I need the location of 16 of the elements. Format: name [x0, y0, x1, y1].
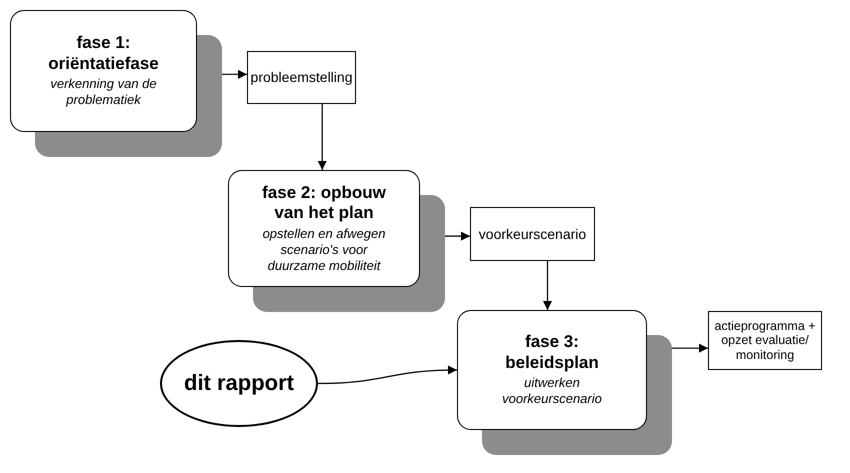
output-label: voorkeurscenario	[478, 226, 586, 242]
arrow	[318, 104, 327, 170]
arrow	[543, 261, 552, 310]
phase-description: verkenning van de problematiek	[49, 76, 158, 109]
phase-description: opstellen en afwegen scenario's voor duurzame mobiliteit	[262, 226, 386, 274]
output-label: actieprogramma + opzet evaluatie/ monitoring	[713, 318, 817, 362]
phase-title: fase 3: beleidsplan	[504, 332, 600, 374]
ellipse-label: dit rapport	[184, 370, 294, 397]
phase-title: fase 2: opbouw van het plan	[261, 182, 387, 224]
output-label: probleemstelling	[250, 69, 352, 86]
arrow	[318, 366, 458, 384]
output-box	[470, 207, 595, 261]
output-box	[708, 311, 822, 370]
output-box	[247, 51, 356, 104]
phase-title: fase 1: oriëntatiefase	[47, 33, 160, 74]
phase-description: uitwerken voorkeurscenario	[501, 375, 603, 408]
